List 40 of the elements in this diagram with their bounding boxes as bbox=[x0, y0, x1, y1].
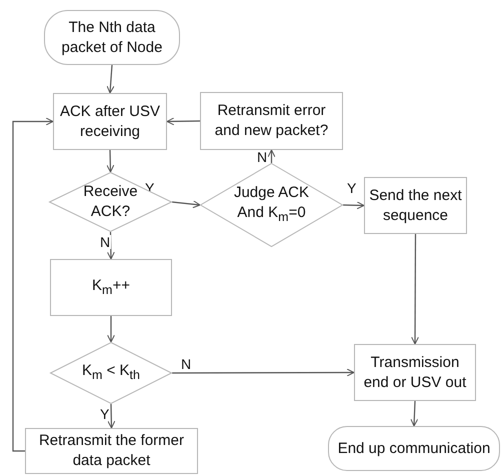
node-text: Send the next sequence bbox=[368, 186, 463, 226]
edge-label: N bbox=[180, 357, 192, 371]
arrow bbox=[342, 201, 364, 210]
edge-label: Y bbox=[99, 407, 110, 421]
edge-label: N bbox=[256, 150, 268, 164]
process-box bbox=[53, 93, 167, 150]
node-text: Retransmit the former data packet bbox=[38, 431, 186, 471]
arrow bbox=[106, 64, 114, 94]
edge-label: Y bbox=[346, 181, 358, 195]
arrow bbox=[106, 232, 115, 260]
decision-diamond bbox=[49, 172, 172, 232]
arrow bbox=[172, 368, 354, 376]
edge-label: N bbox=[99, 235, 112, 249]
node-text: Retransmit error and new packet? bbox=[214, 101, 330, 141]
process-box bbox=[354, 344, 476, 401]
node-text: ACK after USV receiving bbox=[58, 102, 162, 142]
start-terminal bbox=[44, 10, 180, 65]
arrow bbox=[172, 200, 200, 208]
decision-diamond bbox=[200, 163, 343, 247]
node-text: K$_{m}$ < K$_{th}$ bbox=[82, 361, 140, 384]
node-text: K$_{m}$++ bbox=[92, 276, 130, 298]
node-text: Receive ACK? bbox=[82, 182, 139, 222]
arrow bbox=[268, 150, 276, 163]
decision-diamond bbox=[50, 342, 172, 404]
process-box bbox=[50, 259, 172, 316]
node-text: Transmission end or USV out bbox=[362, 352, 468, 392]
process-box bbox=[364, 177, 467, 234]
end-terminal bbox=[328, 426, 500, 471]
arrow bbox=[107, 316, 115, 342]
arrow bbox=[106, 150, 114, 172]
process-box bbox=[25, 428, 198, 474]
arrow bbox=[410, 400, 418, 426]
arrow bbox=[166, 117, 200, 126]
process-box bbox=[200, 92, 343, 150]
arrow bbox=[107, 404, 116, 428]
arrow bbox=[12, 118, 54, 452]
arrow bbox=[411, 234, 420, 344]
node-text: Judge ACK And K$_{m}$=0 bbox=[232, 183, 310, 226]
node-text: End up communication bbox=[338, 438, 490, 458]
node-text: The Nth data packet of Node bbox=[60, 18, 164, 58]
